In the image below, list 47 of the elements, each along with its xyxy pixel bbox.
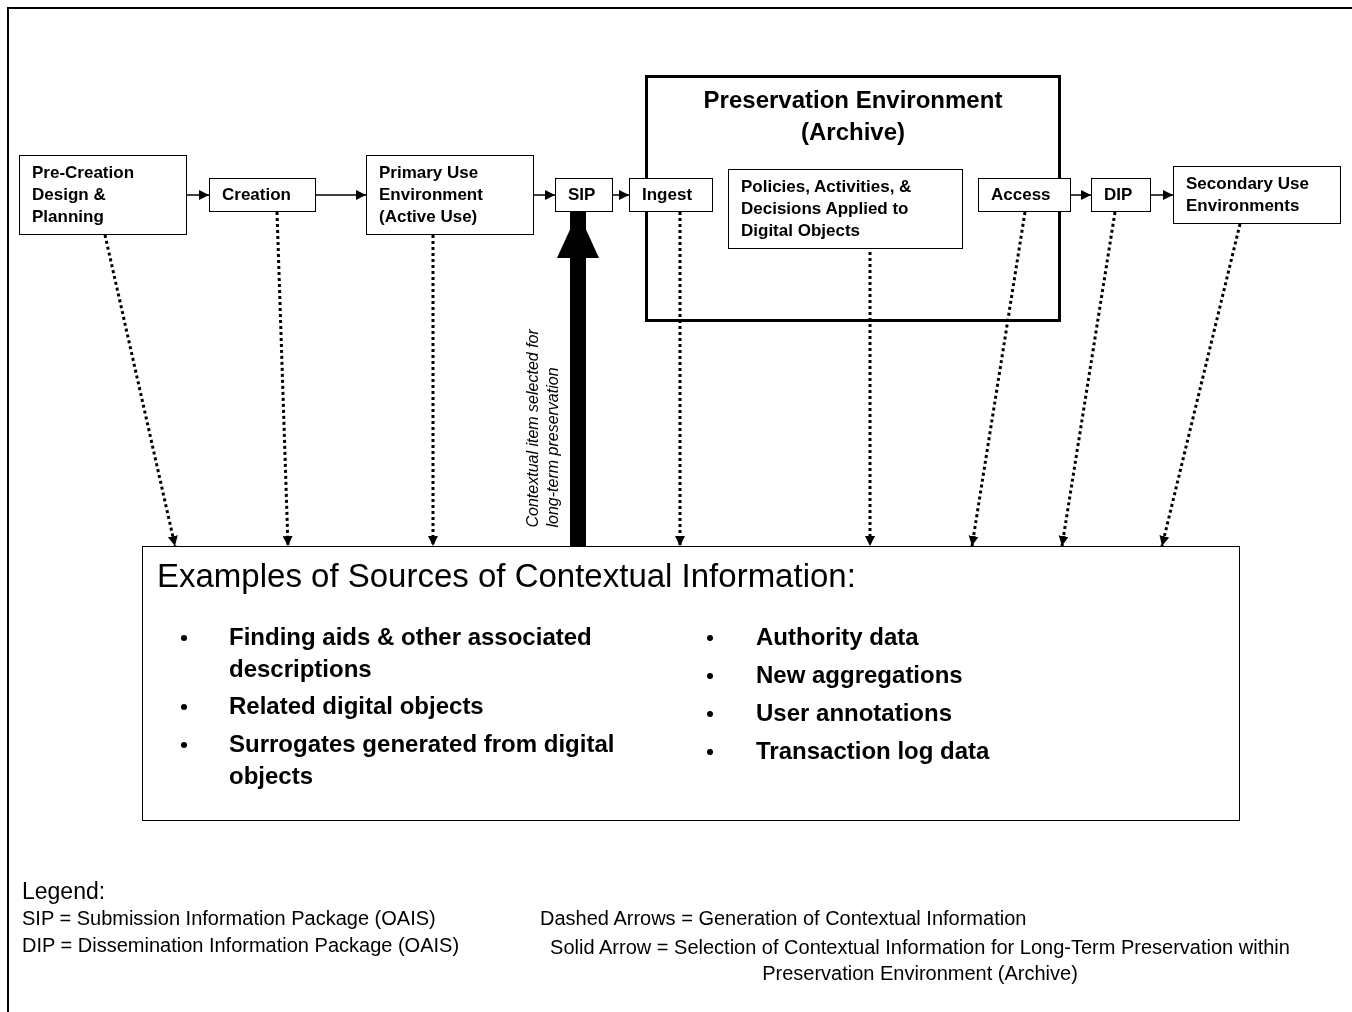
legend-entry: Dashed Arrows = Generation of Contextual Information	[540, 907, 1027, 930]
process-box	[209, 178, 316, 212]
box-label: Pre-Creation Design & Planning	[32, 162, 136, 228]
arrow	[186, 190, 210, 200]
thick-arrow	[557, 212, 599, 546]
dotted-arrow	[968, 211, 1027, 547]
box-label: Ingest	[642, 184, 693, 206]
dotted-arrow	[1159, 223, 1242, 547]
sources-panel	[142, 546, 1240, 821]
process-box	[629, 178, 713, 212]
box-label: Policies, Activities, & Decisions Applied to Digital Objects	[741, 176, 913, 242]
box-label: DIP	[1104, 184, 1133, 206]
panel-heading: Examples of Sources of Contextual Information:	[157, 557, 856, 595]
process-box	[19, 155, 187, 235]
list-item: User annotations	[756, 698, 954, 728]
archive-title: Preservation Environment (Archive)	[702, 85, 1004, 147]
list-item: Surrogates generated from digital objects	[229, 729, 616, 791]
dotted-arrow	[428, 235, 438, 546]
process-box	[366, 155, 534, 235]
legend-entry: SIP = Submission Information Package (OAIS)	[22, 907, 436, 930]
dotted-arrow	[103, 234, 178, 547]
legend-title: Legend:	[22, 878, 106, 905]
legend-entry: Solid Arrow = Selection of Contextual Information for Long-Term Preservation within Preservation Environment (Archive)	[549, 935, 1291, 986]
process-box	[978, 178, 1071, 212]
dotted-arrow	[675, 212, 685, 546]
list-item: Finding aids & other associated descriptions	[229, 622, 593, 684]
list-item: Related digital objects	[229, 691, 485, 721]
legend-entry: DIP = Dissemination Information Package (OAIS)	[22, 934, 460, 957]
box-label: Primary Use Environment (Active Use)	[379, 162, 484, 228]
box-label: Access	[991, 184, 1051, 206]
arrow	[533, 190, 556, 200]
process-box	[1173, 166, 1341, 224]
process-box	[555, 178, 613, 212]
process-box	[1091, 178, 1151, 212]
box-label: SIP	[568, 184, 596, 206]
box-label: Secondary Use Environments	[1186, 173, 1310, 217]
dotted-arrow	[275, 211, 293, 547]
list-item: Transaction log data	[756, 736, 991, 766]
arrow	[315, 190, 367, 200]
list-item: New aggregations	[756, 660, 964, 690]
arrow	[612, 190, 630, 200]
list-item: Authority data	[756, 622, 920, 652]
process-box	[728, 169, 963, 249]
arrow	[1150, 190, 1174, 200]
arrow	[1070, 190, 1092, 200]
box-label: Creation	[222, 184, 291, 206]
dotted-arrow	[1058, 211, 1117, 547]
